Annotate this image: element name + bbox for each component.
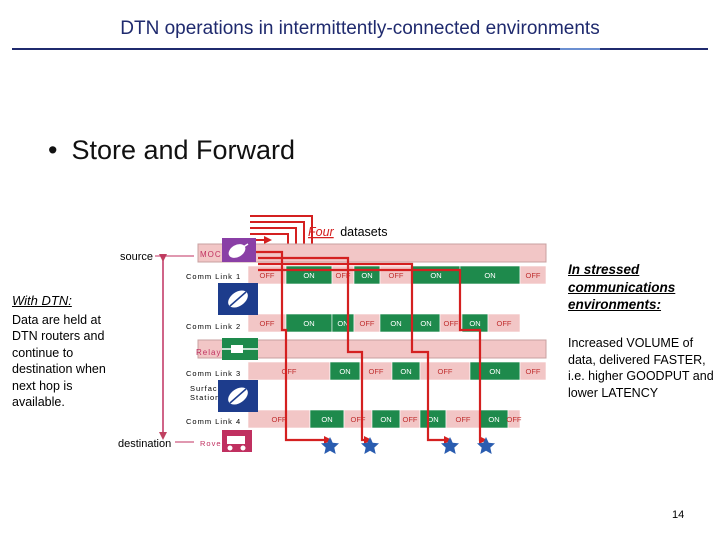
link-1-state-label: ON [430,271,441,280]
link-3-state-label: OFF [369,367,384,376]
delivery-stars [321,437,495,454]
link-3-state-label: ON [489,367,500,376]
link-1-state-label: OFF [526,271,541,280]
link-4-state-label: OFF [456,415,471,424]
surface-station-label-1: Surface [190,384,223,393]
link-3-state-label: ON [339,367,350,376]
link-2-state-label: ON [303,319,314,328]
link-4-segment [507,409,521,429]
page-number: 14 [672,509,685,521]
link-label-1: Comm Link 1 [186,272,241,281]
link-3-state-label: OFF [438,367,453,376]
star-icon [321,437,339,454]
link-label-3: Comm Link 3 [186,369,241,378]
link-2-state-label: OFF [360,319,375,328]
link-4-state-label: OFF [351,415,366,424]
source-destination-axis [155,254,194,443]
main-bullet: • Store and Forward [48,135,295,166]
link-4-state-label: ON [380,415,391,424]
left-body: Data are held at DTN routers and continu… [12,312,106,410]
link-3-state-label: ON [400,367,411,376]
link-2-state-label: ON [469,319,480,328]
link-1-state-label: ON [303,271,314,280]
destination-label: destination [118,438,171,450]
link-2-state-label: OFF [497,319,512,328]
right-body: Increased VOLUME of data, delivered FAST… [568,336,714,400]
bullet-dot-icon: • [48,135,58,165]
dataset-arrows [250,215,313,246]
link-1-state-label: OFF [260,271,275,280]
datasets-emphasis: Four [308,225,335,239]
link-2-state-label: ON [420,319,431,328]
title-divider [12,48,708,50]
link-2-state-label: OFF [260,319,275,328]
link-label-2: Comm Link 2 [186,322,241,331]
link-4-state-label: ON [488,415,499,424]
link-1-state-label: OFF [336,271,351,280]
relay-label: Relay [196,348,221,357]
source-label: source [120,251,153,263]
link-3-state-label: OFF [282,367,297,376]
link-4-state-label: ON [321,415,332,424]
link-1-state-label: ON [484,271,495,280]
surface-station-icon [218,380,258,412]
link-3-segment [519,361,547,381]
link-4-state-label: OFF [272,415,287,424]
link-2-state-label: ON [337,319,348,328]
star-icon [441,437,459,454]
rover-icon [222,430,252,452]
link-4-state-label: OFF [507,415,522,424]
right-heading: In stressed communications environments: [568,262,676,312]
link-1-segment [519,265,547,285]
datasets-caption: Four datasets [308,225,387,239]
star-icon [361,437,379,454]
flow-arrows [256,250,487,444]
surface-station-label-2: Station [190,393,220,402]
title-divider-accent [560,48,600,50]
link-4-state-label: OFF [403,415,418,424]
link-2-state-label: OFF [444,319,459,328]
main-bullet-text: Store and Forward [71,135,296,165]
link-2-state-label: ON [390,319,401,328]
relay-icon [222,338,258,360]
link-1-state-label: OFF [389,271,404,280]
rover-label: Rover [200,439,225,448]
left-text-block: With DTN: Data are held at DTN routers a… [12,293,127,411]
link-2-segment [487,313,521,333]
satellite-dish-icon [222,238,256,262]
relay-satellite-icon [218,283,258,315]
left-heading: With DTN: [12,293,72,308]
link-3-state-label: OFF [526,367,541,376]
link-label-4: Comm Link 4 [186,417,241,426]
slide-title: DTN operations in intermittently-connect… [120,18,600,39]
link-segments: OFF ON OFF ON OFF ON ON OFF OFF ON ON OFF ON ON OFF ON O… [247,265,547,429]
datasets-label: datasets [340,225,387,239]
star-icon [477,437,495,454]
link-1-state-label: ON [361,271,372,280]
moc-label: MOC [200,250,222,259]
link-4-state-label: ON [427,415,438,424]
